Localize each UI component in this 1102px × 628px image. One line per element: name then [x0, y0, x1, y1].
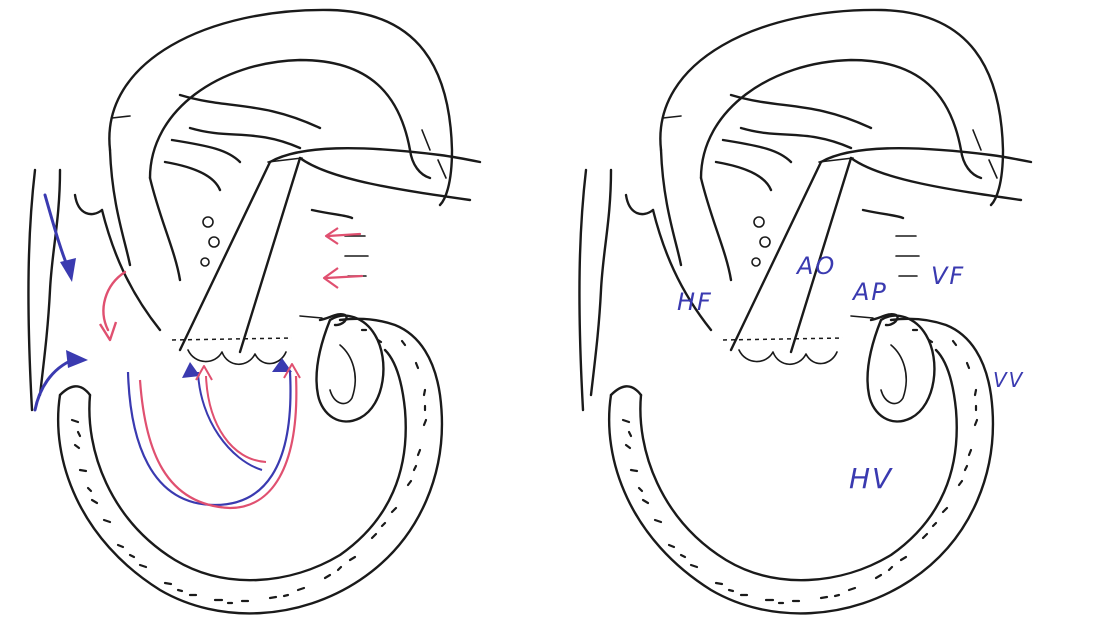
label-ao: AO [797, 252, 836, 280]
label-vf: VF [931, 262, 965, 290]
atrial-mixing-arrow [100, 272, 125, 340]
label-ap: AP [853, 278, 888, 306]
pulmonary-venous-arrow-lower [324, 268, 362, 288]
label-vv: VV [993, 368, 1024, 392]
label-hf: HF [677, 288, 713, 316]
heart-flow-drawing [0, 0, 551, 628]
panel-flow-diagram [0, 0, 551, 628]
label-hv: HV [849, 462, 893, 495]
ventricle-outflow-loop-blue [128, 358, 292, 505]
heart-labeled-drawing [551, 0, 1102, 628]
venous-inflow-arrow-top [45, 195, 76, 282]
panel-labeled-diagram: HF AO AP VF HV VV [551, 0, 1102, 628]
